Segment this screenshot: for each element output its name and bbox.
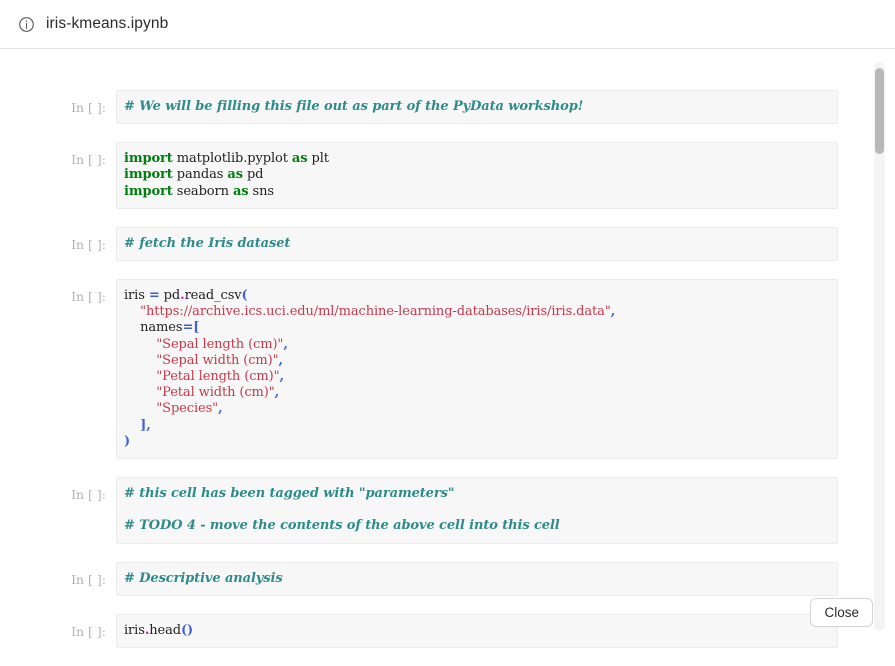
cell-prompt-label: In [ ]: <box>71 623 106 639</box>
cell-source-code: iris = pd.read_csv( "https://archive.ics… <box>124 288 831 450</box>
code-token-punc: , <box>218 401 223 417</box>
code-token-comment: # We will be filling this file out as pa… <box>124 99 584 114</box>
code-token-plain: pd <box>159 288 181 304</box>
code-token-plain <box>124 401 156 416</box>
code-token-plain: head <box>149 622 181 638</box>
code-token-op: = <box>182 320 194 336</box>
notebook-cell: In [ ]: iris = pd.read_csv( "https://arch… <box>0 279 856 460</box>
code-token-plain: plt <box>311 151 329 167</box>
code-token-plain: sns <box>248 183 275 199</box>
cell-input-area[interactable]: # fetch the Iris dataset <box>116 226 838 262</box>
code-token-comment: # this cell has been tagged with "parame… <box>124 486 455 502</box>
code-token-plain: names <box>140 320 183 336</box>
code-token-punc: ], <box>140 417 151 433</box>
notebook-cell: In [ ]: # We will be filling this file ou… <box>0 90 856 125</box>
vertical-scrollbar[interactable] <box>874 62 885 631</box>
notebook-cell: In [ ]: # Descriptive analysis <box>0 561 856 596</box>
cell-source-code: # We will be filling this file out as pa… <box>124 99 831 115</box>
notebook-cell: In [ ]: import matplotlib.pyplot as plt i… <box>0 142 856 209</box>
code-token-keyword: as <box>232 183 249 199</box>
cell-input-area[interactable]: # this cell has been tagged with "parame… <box>116 477 838 544</box>
scrollbar-thumb[interactable] <box>875 68 884 154</box>
code-token-plain: iris <box>124 288 149 304</box>
notebook-cell-list: In [ ]: # We will be filling this file ou… <box>0 50 856 666</box>
code-token-plain: matplotlib.pyplot <box>172 151 292 167</box>
code-token-comment: # fetch the Iris dataset <box>124 235 291 251</box>
page-title: iris-kmeans.ipynb <box>46 15 169 32</box>
code-token-op: = <box>148 288 160 304</box>
code-token-plain <box>124 337 156 352</box>
notebook-cell: In [ ]: iris.head() <box>0 613 856 649</box>
code-token-punc: ( <box>241 288 248 304</box>
cell-source-code: import matplotlib.pyplot as plt import p… <box>124 151 831 200</box>
code-token-dot: . <box>180 288 185 304</box>
code-token-comment: # Descriptive analysis <box>124 570 283 586</box>
cell-prompt-label: In [ ]: <box>71 487 106 503</box>
code-token-punc: [ <box>193 320 200 336</box>
notebook-cell: In [ ]: # fetch the Iris dataset <box>0 226 856 262</box>
code-token-keyword: as <box>227 167 243 183</box>
cell-input-area[interactable]: # We will be filling this file out as pa… <box>116 90 838 125</box>
code-token-plain <box>124 385 156 400</box>
cell-prompt-label: In [ ]: <box>71 571 106 587</box>
code-token-string: "https://archive.ics.uci.edu/ml/machine-… <box>140 304 611 320</box>
cell-source-code: iris.head() <box>124 623 831 639</box>
code-token-string: "Petal length (cm)" <box>156 369 280 385</box>
code-token-punc: , <box>283 336 288 352</box>
code-token-punc: () <box>181 622 194 638</box>
code-token-dot: . <box>144 622 150 638</box>
code-token-plain: iris <box>124 622 145 638</box>
close-button[interactable]: Close <box>810 598 873 627</box>
code-token-plain <box>124 304 140 319</box>
code-token-string: "Sepal length (cm)" <box>156 336 284 352</box>
code-token-plain <box>124 369 156 384</box>
code-token-plain: pandas <box>172 167 228 183</box>
code-token-punc: , <box>274 385 280 401</box>
notebook-cell: In [ ]: # this cell has been tagged with … <box>0 477 856 544</box>
notebook-scroll-region[interactable]: In [ ]: # We will be filling this file ou… <box>0 50 895 649</box>
code-token-string: "Petal width (cm)" <box>156 385 275 401</box>
code-token-plain: read_csv <box>184 288 242 304</box>
cell-prompt-label: In [ ]: <box>71 152 106 168</box>
cell-source-code: # Descriptive analysis <box>124 571 831 587</box>
code-token-punc: , <box>610 304 616 320</box>
code-token-plain <box>124 353 156 368</box>
cell-input-area[interactable]: # Descriptive analysis <box>116 561 838 596</box>
info-circle-icon <box>18 16 35 33</box>
cell-prompt-label: In [ ]: <box>71 236 106 252</box>
code-token-plain <box>124 418 140 433</box>
code-token-comment: # TODO 4 - move the contents of the abov… <box>124 518 560 534</box>
cell-prompt-label: In [ ]: <box>71 100 106 115</box>
cell-input-area[interactable]: iris = pd.read_csv( "https://archive.ics… <box>116 279 838 460</box>
window-header: iris-kmeans.ipynb <box>0 0 895 49</box>
code-token-punc: , <box>279 369 284 385</box>
cell-source-code: # fetch the Iris dataset <box>124 236 831 252</box>
code-token-plain: pd <box>246 167 264 183</box>
code-token-string: "Sepal width (cm)" <box>156 352 279 368</box>
cell-prompt-label: In [ ]: <box>71 289 106 305</box>
cell-input-area[interactable]: import matplotlib.pyplot as plt import p… <box>116 142 838 209</box>
code-token-plain: seaborn <box>172 183 233 199</box>
code-token-keyword: import <box>124 151 173 167</box>
code-token-keyword: import <box>124 183 173 199</box>
code-token-keyword: import <box>124 167 173 183</box>
cell-source-code: # this cell has been tagged with "parame… <box>124 486 831 535</box>
code-token-punc: , <box>278 352 283 368</box>
code-token-punc: ) <box>124 433 131 449</box>
code-token-string: "Species" <box>156 401 219 417</box>
cell-input-area[interactable]: iris.head() <box>116 613 838 649</box>
code-token-keyword: as <box>291 151 308 167</box>
